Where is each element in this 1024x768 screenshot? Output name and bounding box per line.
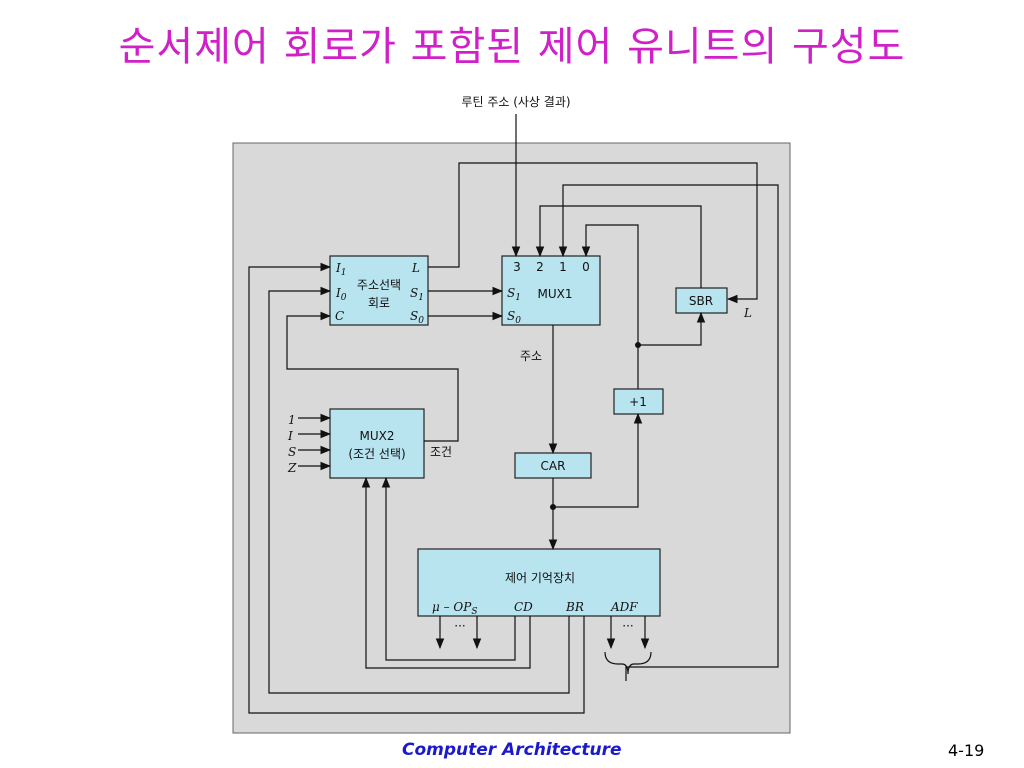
incrementer-box: +1 (613, 388, 664, 415)
mux2-input-z: Z (287, 461, 297, 475)
address-select-subtitle: 회로 (368, 296, 390, 310)
addr-select-output-s0: S0 (410, 309, 424, 326)
car-title: CAR (541, 459, 566, 473)
diagram-wires (248, 114, 779, 714)
field-micro-op: μ – OPS (432, 600, 478, 617)
field-br: BR (565, 600, 584, 614)
mux1-select-s1: S1 (507, 286, 521, 303)
addr-select-input-i0: I0 (335, 286, 347, 303)
junction-dot (550, 504, 556, 510)
address-select-title: 주소선택 (357, 278, 401, 292)
mux1-title: MUX1 (538, 287, 573, 301)
slide-title: 순서제어 회로가 포함된 제어 유니트의 구성도 (118, 24, 906, 70)
sbr-load-label: L (743, 306, 752, 320)
address-select-circuit: 주소선택 회로 I1 I0 C L S1 S0 (329, 255, 429, 326)
mux1-input-1: 1 (559, 260, 567, 274)
field-cd: CD (514, 600, 533, 614)
mux2-subtitle: (조건 선택) (348, 447, 405, 461)
diagram-panel (232, 142, 791, 734)
car-box: CAR (514, 452, 592, 479)
sbr-box: SBR L (675, 287, 752, 320)
junction-dot (635, 342, 641, 348)
mux1-box: 3 2 1 0 MUX1 S1 S0 (501, 255, 601, 326)
mux2-title: MUX2 (360, 429, 395, 443)
routine-address-label: 루틴 주소 (사상 결과) (461, 95, 570, 109)
incrementer-title: +1 (629, 395, 647, 409)
control-memory-box: 제어 기억장치 μ – OPS CD BR ADF (417, 548, 661, 617)
page-number: 4-19 (948, 741, 985, 760)
addr-select-output-s1: S1 (410, 286, 424, 303)
mux1-input-2: 2 (536, 260, 544, 274)
condition-output-label: 조건 (430, 445, 452, 459)
addr-select-input-c: C (335, 309, 344, 323)
addr-select-output-l: L (411, 261, 420, 275)
mux1-input-3: 3 (513, 260, 521, 274)
field-adf: ADF (610, 600, 638, 614)
adf-ellipsis: ··· (622, 619, 633, 633)
mux1-select-s0: S0 (507, 309, 521, 326)
mux2-box: MUX2 (조건 선택) 1 I S Z 조건 (287, 408, 452, 479)
mux2-input-i: I (287, 429, 293, 443)
sbr-title: SBR (689, 294, 713, 308)
mux2-input-s: S (288, 445, 296, 459)
footer-course-title: Computer Architecture (402, 740, 622, 760)
micro-op-ellipsis: ··· (454, 619, 465, 633)
mux1-input-0: 0 (582, 260, 590, 274)
addr-select-input-i1: I1 (335, 261, 346, 278)
control-memory-title: 제어 기억장치 (505, 571, 575, 585)
mux2-input-1: 1 (288, 413, 296, 427)
address-label: 주소 (520, 349, 542, 363)
